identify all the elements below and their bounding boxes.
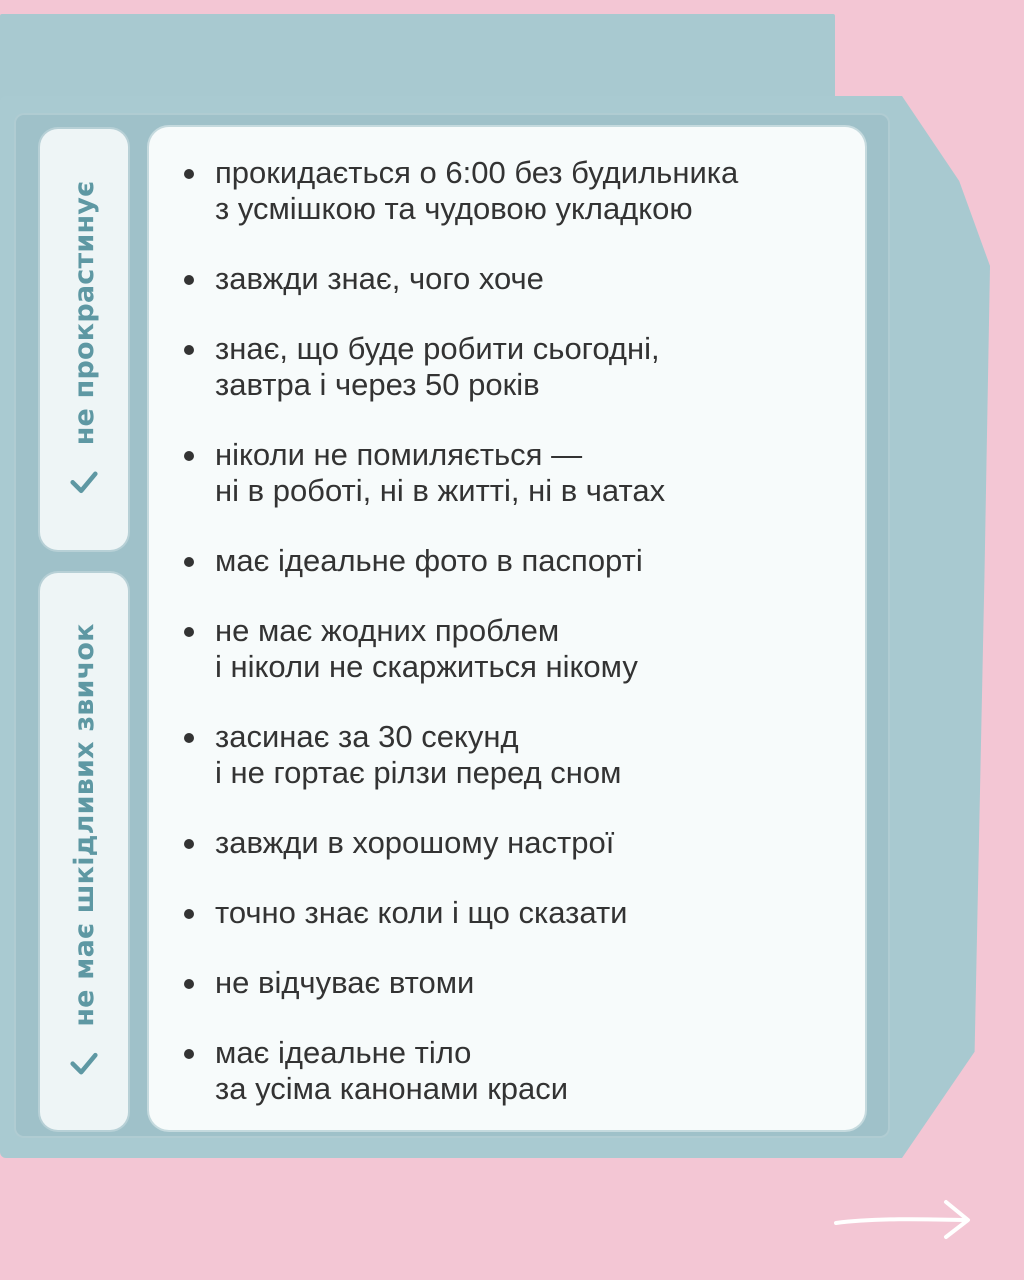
list-item-line: прокидається о 6:00 без будильника [215, 155, 739, 190]
list-item-line: завтра і через 50 років [215, 367, 540, 402]
list-item-line: не відчуває втоми [215, 965, 475, 1000]
list-item: знає, що буде робити сьогодні, завтра і … [184, 331, 845, 403]
sidebar-label-top: не прокрастинує [67, 180, 101, 499]
list-item: прокидається о 6:00 без будильника з усм… [184, 155, 845, 227]
list-item-line: з усмішкою та чудовою укладкою [215, 191, 693, 226]
list-item-line: завжди знає, чого хоче [215, 261, 544, 296]
list-item: завжди в хорошому настрої [184, 825, 845, 861]
list-item-line: знає, що буде робити сьогодні, [215, 331, 660, 366]
trait-list: прокидається о 6:00 без будильника з усм… [184, 155, 845, 1141]
list-item-line: не має жодних проблем [215, 613, 560, 648]
list-panel: прокидається о 6:00 без будильника з усм… [149, 127, 865, 1130]
list-item: засинає за 30 секунд і не гортає рілзи п… [184, 719, 845, 791]
list-item-line: засинає за 30 секунд [215, 719, 519, 754]
list-item-line: за усіма канонами краси [215, 1071, 569, 1106]
sidebar-top-text: не прокрастинує [68, 180, 100, 445]
card-right-edge [880, 96, 990, 1158]
list-item-line: завжди в хорошому настрої [215, 825, 615, 860]
list-item-line: і ніколи не скаржиться нікому [215, 649, 638, 684]
list-item-line: має ідеальне тіло [215, 1035, 472, 1070]
list-item-line: і не гортає рілзи перед сном [215, 755, 622, 790]
list-item: має ідеальне тіло за усіма канонами крас… [184, 1035, 845, 1107]
list-item-line: точно знає коли і що сказати [215, 895, 628, 930]
check-icon [67, 465, 101, 499]
sidebar-bottom-text: не має шкідливих звичок [68, 622, 100, 1027]
list-item-line: ніколи не помиляється — [215, 437, 583, 472]
check-icon [67, 1046, 101, 1080]
sidebar-label-top-pill: не прокрастинує [40, 129, 128, 550]
sidebar-label-bottom: не має шкідливих звичок [67, 623, 101, 1080]
next-slide-button[interactable] [828, 1192, 978, 1252]
sidebar-label-bottom-pill: не має шкідливих звичок [40, 573, 128, 1130]
list-item: точно знає коли і що сказати [184, 895, 845, 931]
list-item-line: ні в роботі, ні в житті, ні в чатах [215, 473, 666, 508]
arrow-right-icon [828, 1190, 978, 1254]
list-item: не відчуває втоми [184, 965, 845, 1001]
list-item: не має жодних проблем і ніколи не скаржи… [184, 613, 845, 685]
list-item: ніколи не помиляється — ні в роботі, ні … [184, 437, 845, 509]
list-item: завжди знає, чого хоче [184, 261, 845, 297]
list-item-line: має ідеальне фото в паспорті [215, 543, 643, 578]
list-item: має ідеальне фото в паспорті [184, 543, 845, 579]
